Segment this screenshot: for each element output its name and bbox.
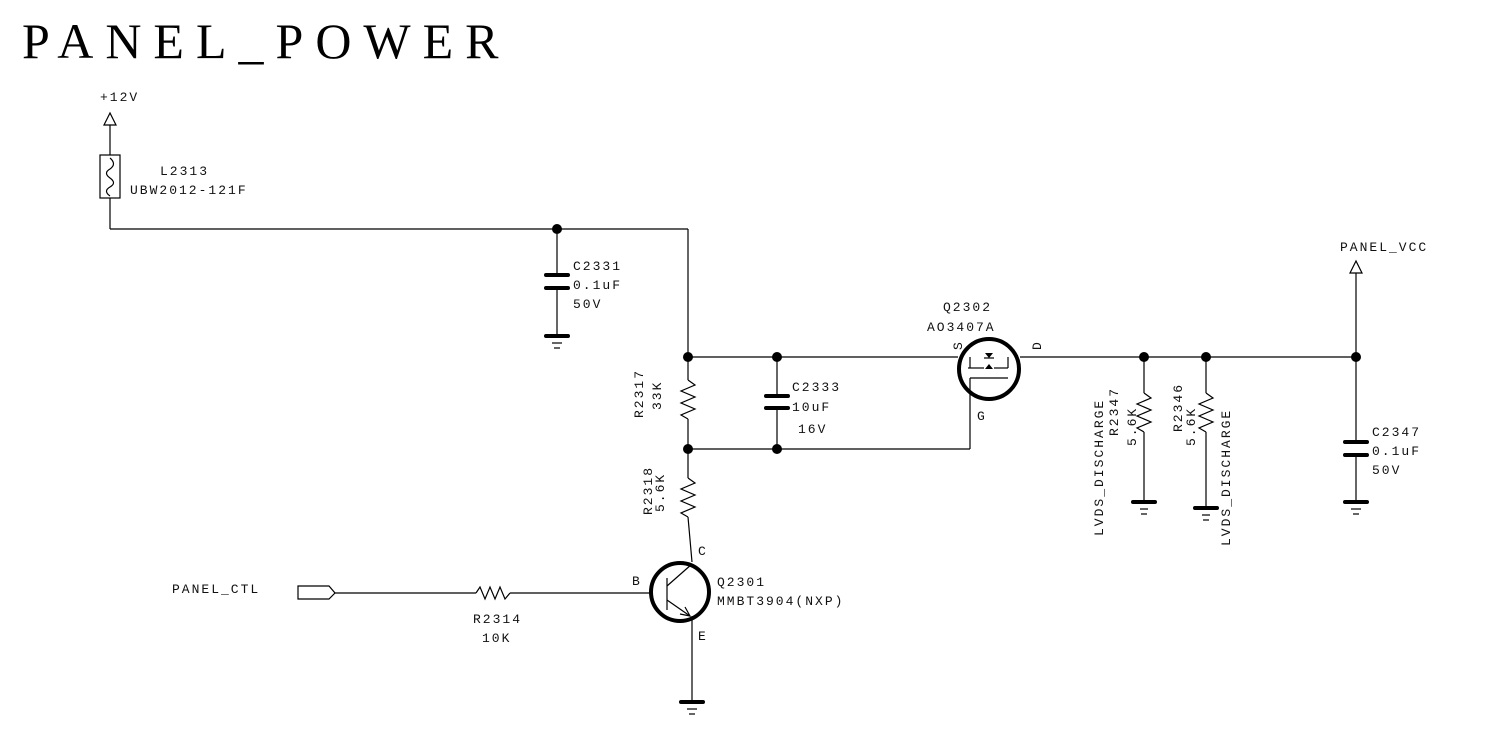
value-c2333: 10uF [792,400,831,415]
pin-g-q2302: G [977,409,987,424]
resistor-r2317: R2317 33K [632,357,697,449]
pin-d-q2302: D [1030,340,1045,350]
pin-s-q2302: S [951,340,966,350]
value-r2317: 33K [650,381,665,410]
resistor-r2347: LVDS_DISCHARGE R2347 5.6K [1092,357,1157,536]
transistor-q2301: C B E Q2301 MMBT3904(NXP) [632,544,844,715]
ref-c2331: C2331 [573,259,622,274]
ref-r2318: R2318 [641,466,656,515]
ground-icon [544,334,570,349]
pin-c-q2301: C [698,544,708,559]
value-q2301: MMBT3904(NXP) [717,594,844,609]
body-arrow-icon [985,364,993,369]
sheet-title: PANEL_POWER [22,13,511,69]
value-r2347: 5.6K [1125,407,1140,446]
net-label-12v: +12V [100,90,139,105]
ref-q2302: Q2302 [943,300,992,315]
ref-q2301: Q2301 [717,575,766,590]
pin-b-q2301: B [632,574,642,589]
ref-r2317: R2317 [632,369,647,418]
power-port-panel-vcc: PANEL_VCC [1340,240,1428,274]
ref-l2313: L2313 [160,164,209,179]
value-r2314: 10K [482,631,511,646]
coil-icon [105,157,115,197]
ref-c2333: C2333 [792,380,841,395]
resistor-r2346: R2346 5.6K LVDS_DISCHARGE [1171,357,1234,546]
emitter-arrow-icon [679,606,692,617]
resistor-r2314: R2314 10K [473,585,522,646]
diode-icon [985,353,993,358]
ref-r2347: R2347 [1107,387,1122,436]
capacitor-c2347: C2347 0.1uF 50V [1343,425,1421,515]
mosfet-q2302: Q2302 AO3407A S D G [927,300,1144,424]
power-arrow-icon [1349,259,1363,274]
input-port-panel-ctl: PANEL_CTL [172,582,336,600]
ref-r2314: R2314 [473,612,522,627]
net-label-discharge-2: LVDS_DISCHARGE [1219,409,1234,546]
rating-c2333: 16V [798,422,827,437]
ref-c2347: C2347 [1372,425,1421,440]
power-port-12v: +12V [100,90,139,126]
capacitor-c2333: C2333 10uF 16V [764,357,841,449]
net-label-panel-vcc: PANEL_VCC [1340,240,1428,255]
rating-c2331: 50V [573,297,602,312]
rating-c2347: 50V [1372,463,1401,478]
ref-r2346: R2346 [1171,383,1186,432]
power-arrow-icon [103,111,117,126]
value-q2302: AO3407A [927,320,996,335]
value-r2318: 5.6K [653,473,668,512]
port-arrow-icon [297,585,336,600]
resistor-r2318: R2318 5.6K [641,449,697,563]
inductor-l2313: L2313 UBW2012-121F [99,154,248,199]
net-label-discharge-1: LVDS_DISCHARGE [1092,399,1107,536]
value-l2313: UBW2012-121F [130,183,248,198]
value-c2331: 0.1uF [573,278,622,293]
junction [772,444,782,454]
net-label-panel-ctl: PANEL_CTL [172,582,260,597]
value-c2347: 0.1uF [1372,444,1421,459]
pin-e-q2301: E [698,629,708,644]
value-r2346: 5.6K [1184,407,1199,446]
capacitor-c2331: C2331 0.1uF 50V [544,229,622,336]
